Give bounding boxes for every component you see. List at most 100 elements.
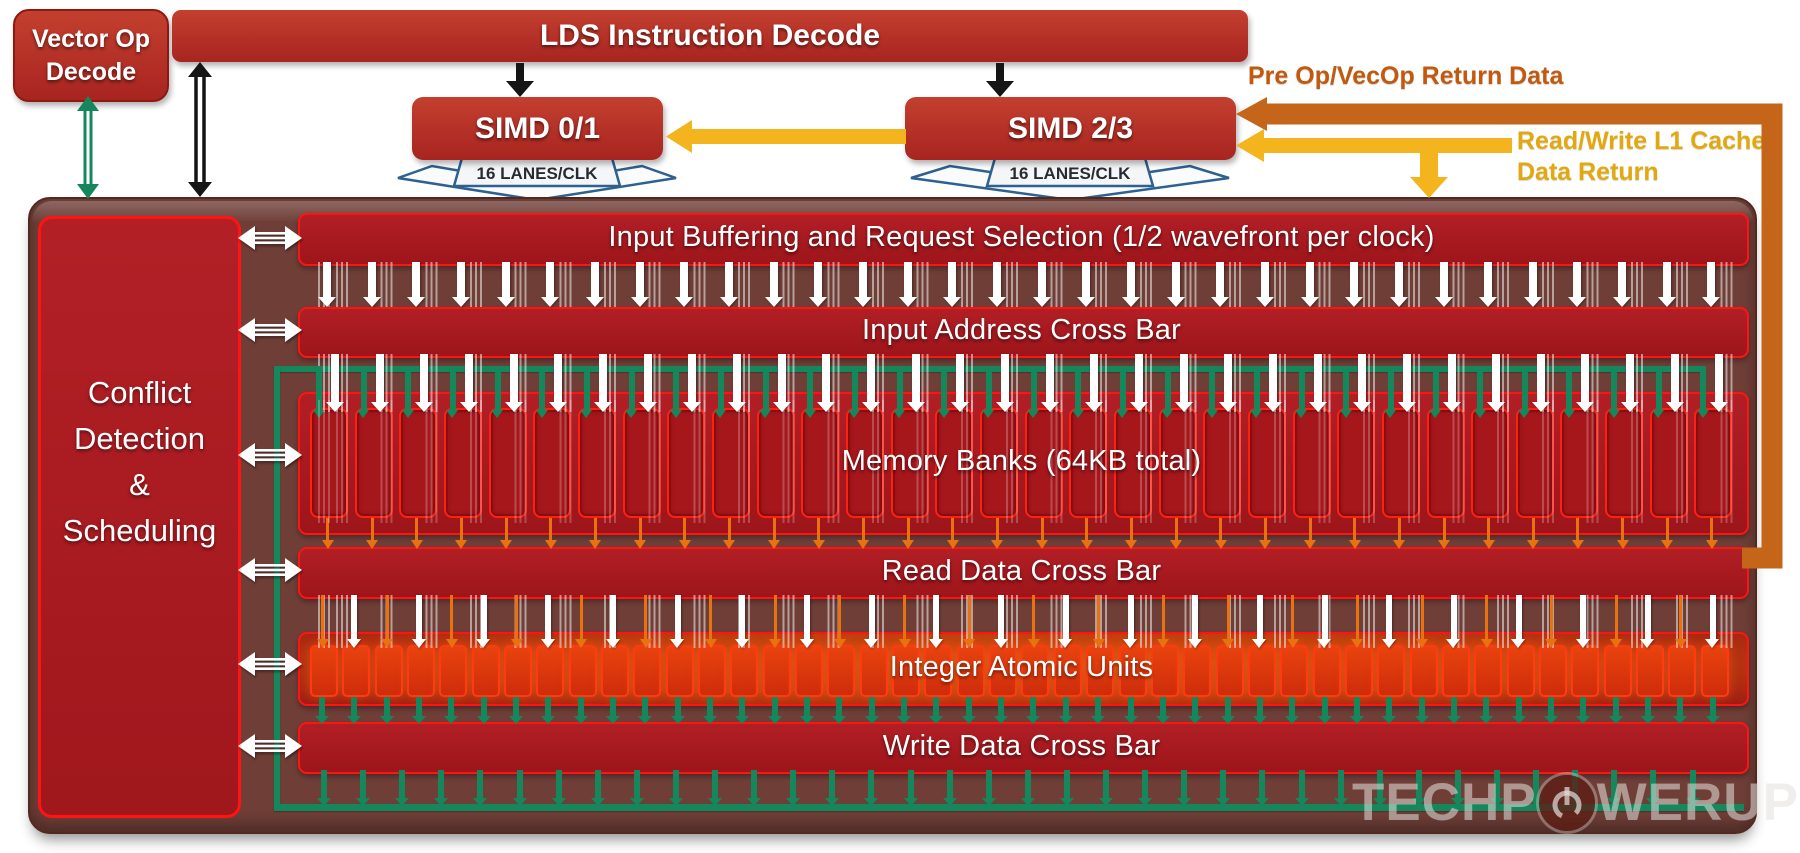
integer-atomic-unit (633, 645, 662, 697)
down-arrow-orange (833, 595, 846, 648)
memory-bank (845, 408, 884, 518)
down-arrow-white (540, 595, 555, 648)
down-arrow-green (786, 770, 801, 806)
down-arrow-white (1263, 354, 1282, 412)
down-arrow-white (1657, 262, 1676, 307)
down-arrow-white (1397, 354, 1416, 412)
down-arrow-white (799, 595, 814, 648)
down-arrow-white (1381, 595, 1396, 648)
down-arrow-orange (1545, 595, 1558, 648)
down-arrow-orange (1125, 518, 1138, 549)
down-arrow-white (1705, 595, 1720, 648)
down-arrow-white (1317, 595, 1332, 648)
down-arrow-orange (898, 595, 911, 648)
down-arrow-white (593, 354, 612, 412)
down-arrow-orange (575, 595, 588, 648)
down-arrow-orange (1571, 518, 1584, 549)
black-arrow-to-simd23 (986, 63, 1014, 97)
down-arrow-white (853, 262, 872, 307)
down-arrow-green (401, 366, 414, 418)
integer-atomic-unit (1344, 645, 1373, 697)
down-arrow-orange (1393, 518, 1406, 549)
memory-bank (1649, 408, 1688, 518)
watermark-left: TECHP (1352, 773, 1537, 832)
integer-atomic-unit (601, 645, 630, 697)
down-arrow-green (929, 697, 944, 724)
down-arrow-white (995, 354, 1014, 412)
down-arrow-orange (639, 595, 652, 648)
down-arrow-white (1710, 354, 1729, 412)
down-arrow-green (1511, 697, 1526, 724)
down-arrow-green (1250, 366, 1263, 418)
down-arrow-white (906, 354, 925, 412)
down-arrow-orange (1480, 595, 1493, 648)
down-arrow-white (1575, 595, 1590, 648)
integer-atomic-unit (1474, 645, 1503, 697)
down-arrow-green (1411, 770, 1426, 806)
down-arrow-white (496, 262, 515, 307)
down-arrow-green (937, 366, 950, 418)
memory-bank (1471, 408, 1510, 518)
black-double-arrow (188, 62, 212, 197)
down-arrow-white (1187, 595, 1202, 648)
down-arrow-orange (946, 518, 959, 549)
down-arrow-orange (769, 595, 782, 648)
down-arrow-green (629, 770, 644, 806)
integer-atomic-unit (310, 645, 338, 697)
down-arrow-green (1473, 366, 1486, 418)
down-arrow-green (1295, 366, 1308, 418)
down-arrow-white (504, 354, 523, 412)
down-arrow-green (1161, 366, 1174, 418)
down-arrow-white (476, 595, 491, 648)
down-arrow-green (1607, 770, 1622, 806)
row-input-address-crossbar (298, 307, 1749, 358)
down-arrow-green (1673, 697, 1688, 724)
simd-2-3-box: SIMD 2/3 (905, 97, 1236, 160)
down-arrow-orange (1438, 518, 1450, 549)
yellow-l1-return-arrow (1236, 129, 1512, 198)
down-arrow-orange (1610, 595, 1623, 648)
down-arrow-green (942, 770, 957, 806)
down-arrow-orange (445, 595, 458, 648)
down-arrow-green (1562, 366, 1575, 418)
integer-atomic-unit (892, 645, 921, 697)
down-arrow-green (1576, 697, 1591, 724)
arrows-address-to-banks (298, 354, 1745, 418)
down-arrow-green (1216, 770, 1231, 806)
integer-atomic-unit (1247, 645, 1276, 697)
funnel-simd23: 16 LANES/CLK (910, 156, 1230, 202)
down-arrow-orange (902, 518, 915, 549)
down-arrow-white (987, 262, 1006, 307)
down-arrow-white (861, 354, 880, 412)
down-arrow-orange (704, 595, 717, 648)
memory-bank (1560, 408, 1599, 518)
down-arrow-green (347, 697, 362, 724)
down-arrow-orange (1157, 595, 1170, 648)
simd-0-1-box: SIMD 0/1 (412, 97, 663, 160)
lanes-label: 16 LANES/CLK (1010, 164, 1132, 183)
integer-atomic-unit (1409, 645, 1438, 697)
integer-atomic-unit (407, 645, 436, 697)
down-arrow-green (535, 366, 548, 418)
down-arrow-white (1665, 354, 1684, 412)
down-arrow-green (512, 770, 527, 806)
down-arrow-white (727, 354, 746, 412)
down-arrow-green (1339, 366, 1352, 418)
down-arrow-green (1071, 366, 1084, 418)
row-read-data-crossbar (298, 547, 1749, 599)
down-arrow-green (767, 697, 782, 724)
integer-atomic-unit (698, 645, 727, 697)
arrows-write-to-loop (298, 770, 1745, 806)
down-arrow-green (669, 366, 682, 418)
down-arrow-green (446, 366, 459, 418)
integer-atomic-unit (1635, 645, 1664, 697)
integer-atomic-unit (1571, 645, 1600, 697)
integer-atomic-unit (471, 645, 500, 697)
down-arrow-green (1608, 697, 1623, 724)
down-arrow-orange (381, 595, 394, 648)
down-arrow-green (735, 697, 750, 724)
down-arrow-white (407, 262, 426, 307)
down-arrow-green (551, 770, 566, 806)
memory-bank (801, 408, 840, 518)
integer-atomic-unit (1441, 645, 1470, 697)
